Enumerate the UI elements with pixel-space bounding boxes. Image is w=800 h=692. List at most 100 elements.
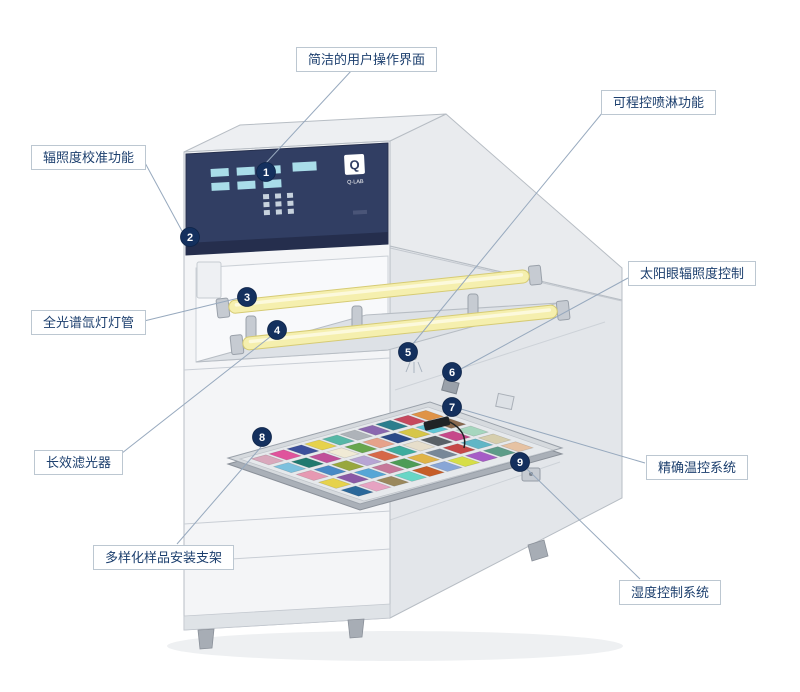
callout-label-5: 可程控喷淋功能 <box>601 90 717 115</box>
marker-number: 3 <box>244 292 250 304</box>
callout-label-1: 简洁的用户操作界面 <box>296 47 438 72</box>
sample-swatch <box>482 446 517 458</box>
sample-swatch <box>303 439 338 451</box>
marker-number: 9 <box>517 457 523 469</box>
sample-swatch <box>366 450 401 462</box>
sample-swatch <box>424 448 459 460</box>
sample-swatch <box>312 465 348 476</box>
sample-swatch <box>459 438 494 450</box>
sample-swatch <box>339 429 374 441</box>
control-panel: Q Q-LAB <box>185 142 389 256</box>
marker-number: 6 <box>449 367 455 379</box>
xenon-lamp-tube-rear <box>215 264 543 319</box>
sample-swatch <box>401 440 436 452</box>
sample-swatch <box>340 485 375 497</box>
callout-marker-2: 2 <box>180 227 200 247</box>
connector-1 <box>265 69 353 164</box>
sample-swatch <box>357 480 392 492</box>
panel-slot <box>352 209 368 215</box>
sample-swatch <box>335 472 370 484</box>
machine-feet <box>197 539 549 650</box>
callout-marker-1: 1 <box>256 162 276 182</box>
sample-swatch <box>317 477 352 489</box>
callout-marker-7: 7 <box>442 397 462 417</box>
sample-swatch <box>410 410 445 421</box>
base-kick-panel <box>183 603 391 631</box>
calibration-port <box>196 261 222 299</box>
marker-number: 1 <box>263 167 269 179</box>
sample-swatch <box>428 461 464 472</box>
sample-swatch <box>321 434 356 446</box>
connector-7 <box>460 408 646 464</box>
sample-swatch <box>477 433 512 445</box>
sample-swatch <box>375 475 410 487</box>
connector-2 <box>143 160 183 232</box>
marker-number: 2 <box>187 232 193 244</box>
sample-swatch <box>437 430 472 442</box>
connector-3 <box>143 297 240 322</box>
sample-swatch <box>442 443 477 455</box>
sample-swatch <box>499 441 535 453</box>
marker-number: 4 <box>274 325 281 337</box>
sample-swatch <box>343 442 378 454</box>
control-keypad <box>262 192 294 216</box>
sample-swatch <box>272 462 307 474</box>
sample-swatch <box>330 460 365 472</box>
marker-number: 7 <box>449 402 455 414</box>
marker-number: 5 <box>405 347 411 359</box>
sample-swatch <box>392 414 427 426</box>
connector-8 <box>176 446 262 545</box>
sample-swatch <box>370 463 405 474</box>
callout-label-3: 全光谱氙灯灯管 <box>31 310 147 335</box>
connector-6 <box>458 277 629 371</box>
connector-5 <box>411 111 604 346</box>
connector-9 <box>526 468 641 580</box>
callout-label-6: 太阳眼辐照度控制 <box>628 261 757 286</box>
callout-marker-3: 3 <box>237 287 257 307</box>
sample-swatch <box>326 447 361 459</box>
sample-swatch <box>353 468 388 479</box>
callout-marker-9: 9 <box>510 452 530 472</box>
sample-swatch <box>393 470 428 482</box>
sample-swatch <box>388 458 423 469</box>
sample-swatch <box>250 454 285 466</box>
callout-label-8: 多样化样品安装支架 <box>93 545 235 570</box>
callout-label-9: 湿度控制系统 <box>619 580 722 605</box>
marker-number: 8 <box>259 432 265 444</box>
brand-name: Q-LAB <box>347 179 364 186</box>
sample-swatch <box>406 453 441 465</box>
sample-swatch <box>384 445 419 457</box>
sample-swatch <box>419 435 454 447</box>
brand-letter: Q <box>349 157 360 173</box>
callout-label-4: 长效滤光器 <box>34 450 124 475</box>
sample-swatch <box>285 444 320 456</box>
callout-markers: 1 2 3 4 5 6 7 <box>180 162 530 472</box>
callout-marker-8: 8 <box>252 427 272 447</box>
sample-swatch <box>411 465 446 477</box>
connector-4 <box>116 336 271 458</box>
floor-shadow <box>167 631 623 661</box>
callout-label-7: 精确温控系统 <box>646 455 749 480</box>
sample-swatch <box>308 452 343 464</box>
black-panel-thermometer <box>423 416 466 449</box>
sample-swatch <box>397 427 432 439</box>
sample-swatch <box>268 449 303 461</box>
sample-swatch <box>374 419 409 431</box>
callout-label-2: 辐照度校准功能 <box>31 145 147 170</box>
sample-swatch <box>356 424 392 436</box>
connector-lines <box>116 69 646 580</box>
sample-swatch <box>379 432 414 444</box>
side-slant-edge <box>394 321 606 391</box>
callout-marker-4: 4 <box>267 320 287 340</box>
callout-marker-6: 6 <box>442 362 462 382</box>
sample-swatch <box>455 425 490 437</box>
sample-swatch <box>295 470 330 481</box>
brand-logo: Q Q-LAB <box>344 154 365 186</box>
sample-swatch <box>446 456 481 467</box>
callout-marker-5: 5 <box>398 342 418 362</box>
sample-swatch <box>290 457 325 469</box>
door-latch <box>495 392 515 411</box>
sample-swatch <box>348 455 383 467</box>
